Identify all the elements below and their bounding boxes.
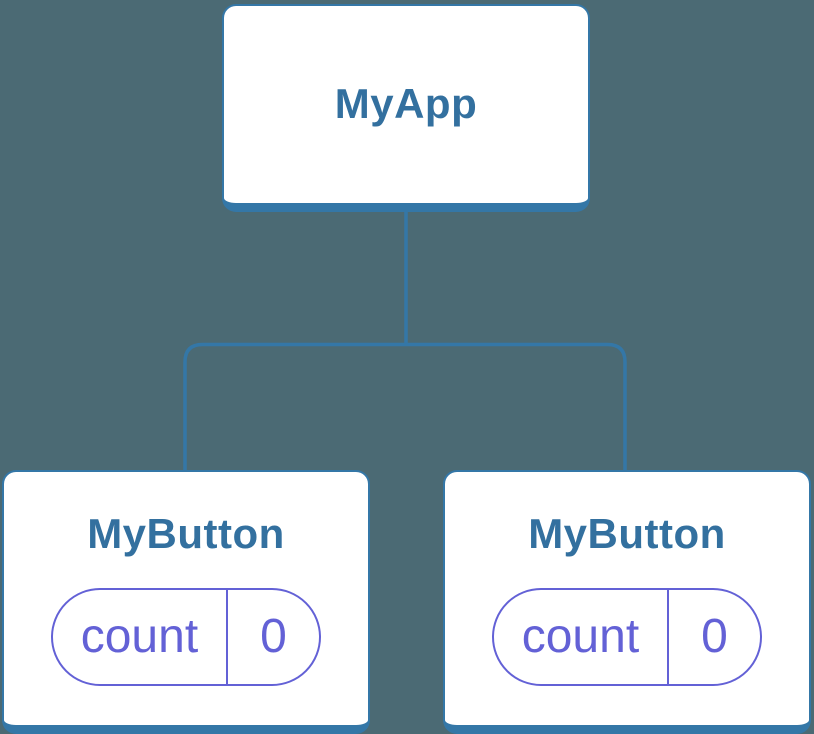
state-value: 0 xyxy=(701,610,728,664)
root-node-title: MyApp xyxy=(334,80,478,128)
state-pill: count 0 xyxy=(51,587,321,686)
child-node-mybutton-right: MyButton count 0 xyxy=(443,470,811,734)
child-node-title: MyButton xyxy=(528,510,726,558)
state-key-label: count xyxy=(494,589,669,684)
connector-bracket xyxy=(183,342,627,474)
child-node-mybutton-left: MyButton count 0 xyxy=(2,470,370,734)
root-node-myapp: MyApp xyxy=(222,4,590,212)
state-key-label: count xyxy=(53,589,228,684)
state-pill: count 0 xyxy=(492,587,762,686)
state-value: 0 xyxy=(260,610,287,664)
child-node-title: MyButton xyxy=(87,510,285,558)
